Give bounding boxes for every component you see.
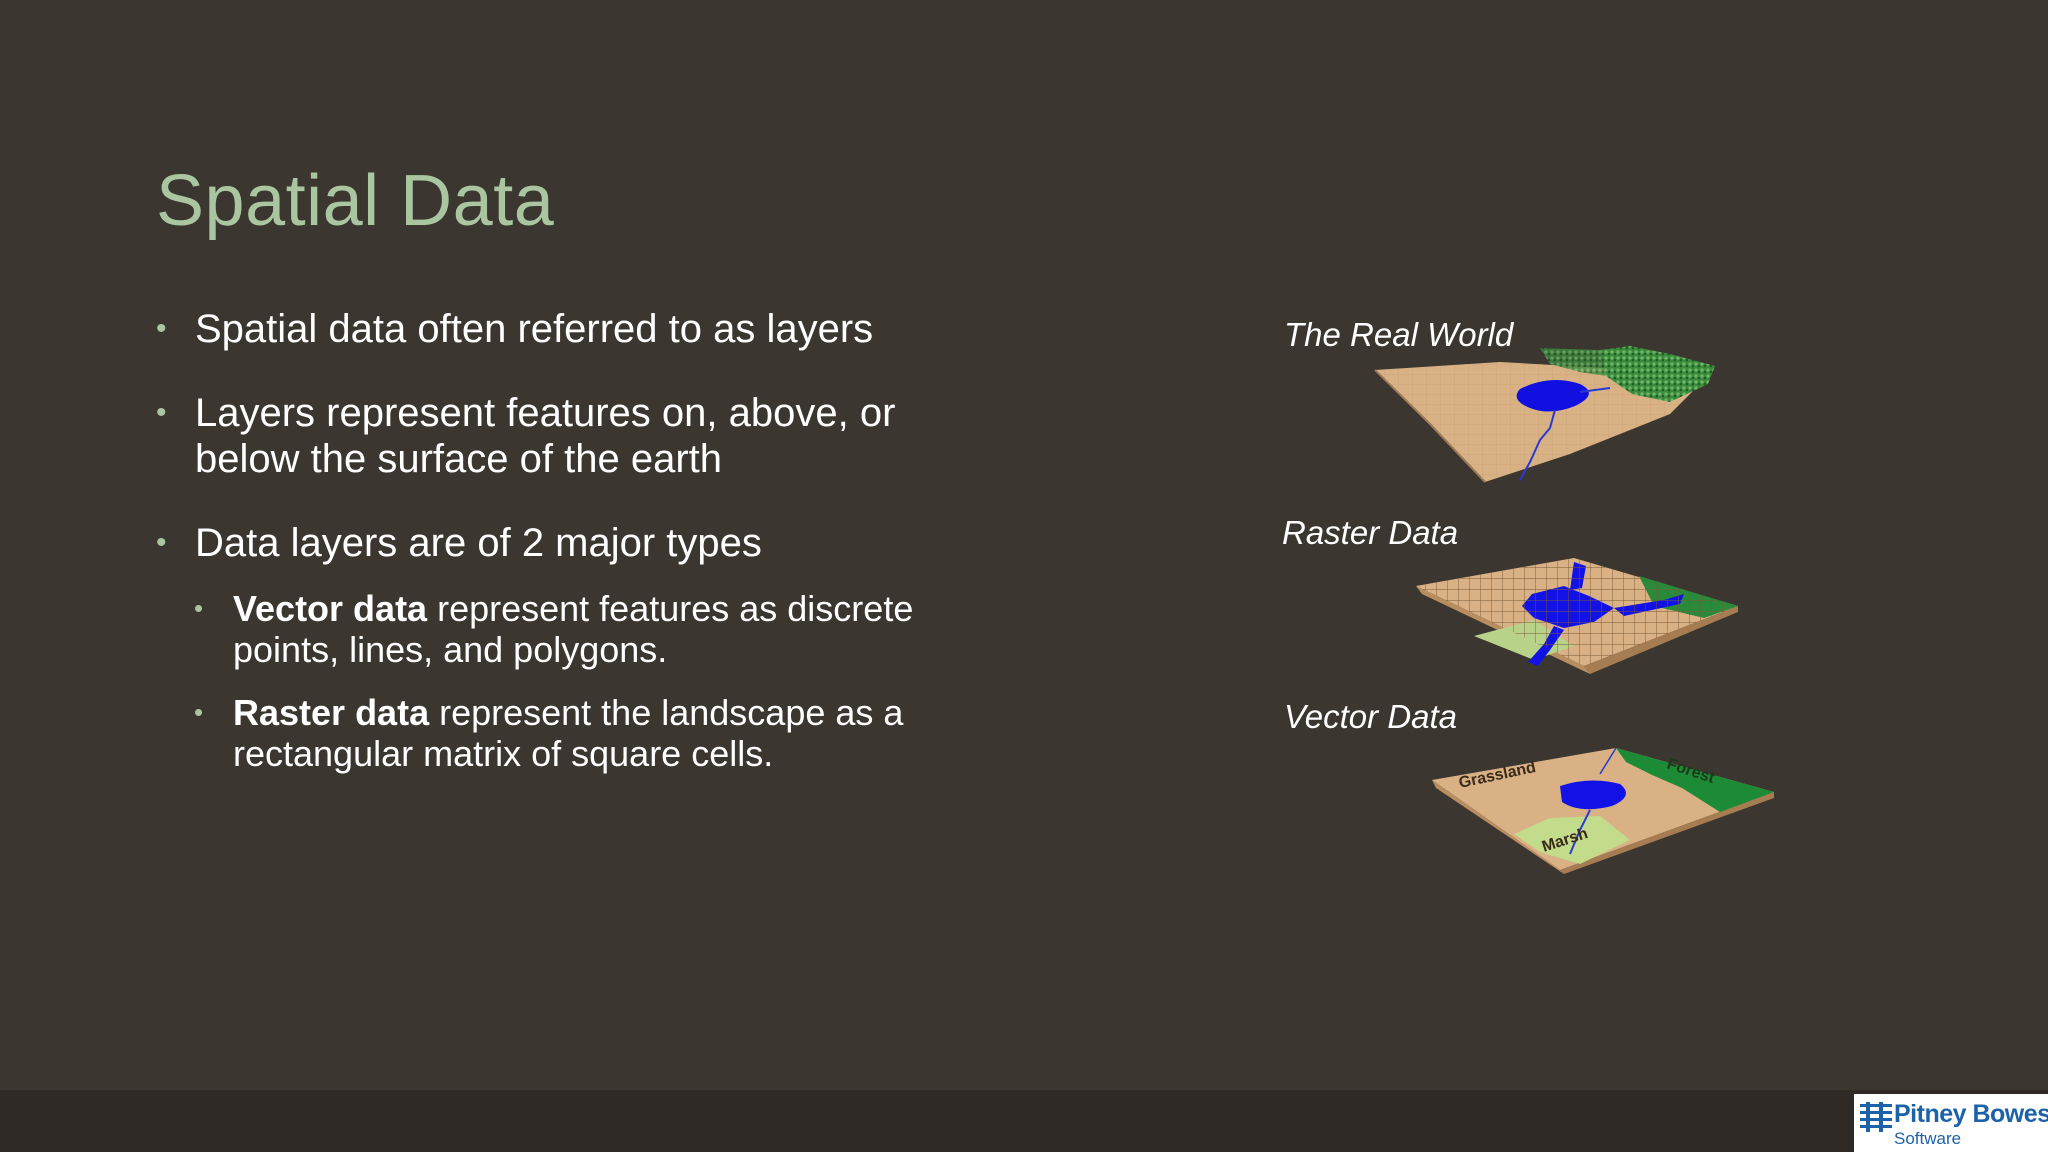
bullet-item: • Data layers are of 2 major types	[156, 520, 1006, 566]
sub-bullet-item: • Raster data represent the landscape as…	[156, 692, 993, 774]
vector-data-term: Vector data	[233, 588, 428, 629]
bullet-dot-icon: •	[156, 526, 167, 559]
raster-data-term: Raster data	[233, 692, 430, 733]
raster-caption: Raster Data	[1282, 514, 1459, 551]
bullet-list: • Spatial data often referred to as laye…	[156, 306, 1006, 774]
bullet-item: • Layers represent features on, above, o…	[156, 390, 995, 482]
raster-illustration	[1416, 558, 1738, 674]
bullet-text: Data layers are of 2 major types	[195, 521, 762, 565]
bullet-text: Spatial data often referred to as layers	[195, 307, 874, 351]
footer-bar	[0, 1090, 2048, 1152]
vector-caption: Vector Data	[1284, 698, 1458, 735]
slide: Spatial Data • Spatial data often referr…	[156, 161, 1774, 874]
real-world-illustration	[1374, 346, 1715, 483]
bullet-dot-icon: •	[194, 697, 204, 727]
sub-bullet-item: • Vector data represent features as disc…	[156, 588, 993, 670]
bullet-dot-icon: •	[156, 396, 167, 429]
bullet-text: Layers represent features on, above, or …	[195, 391, 896, 481]
bullet-dot-icon: •	[156, 312, 167, 345]
pitney-bowes-mark-icon	[1860, 1102, 1892, 1132]
bullet-item: • Spatial data often referred to as laye…	[156, 306, 1006, 352]
slide-title: Spatial Data	[156, 161, 555, 241]
vector-illustration: Grassland Forest Marsh	[1432, 747, 1774, 874]
vector-data-text: represent features as discrete points, l…	[233, 588, 914, 670]
raster-data-text: represent the landscape as a rectangular…	[233, 692, 904, 774]
logo-name: Pitney Bowes	[1894, 1100, 2048, 1128]
real-world-caption: The Real World	[1284, 316, 1514, 353]
pitney-bowes-logo: Pitney Bowes Software	[1854, 1094, 2048, 1152]
bullet-dot-icon: •	[194, 593, 204, 623]
logo-sub: Software	[1894, 1129, 1962, 1148]
